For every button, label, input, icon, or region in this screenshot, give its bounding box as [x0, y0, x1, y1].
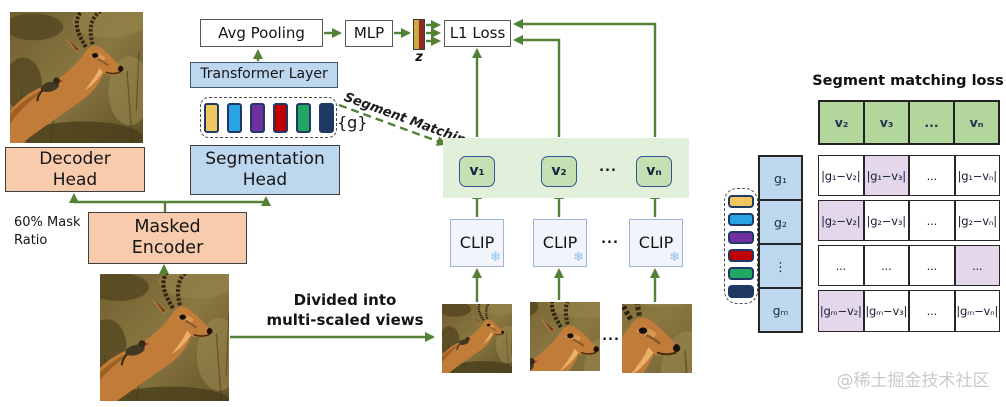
matrix-title: Segment matching loss [812, 73, 1004, 89]
transformer-layer-box: Transformer Layer [190, 62, 338, 88]
matrix-cell-matched: |gₘ−v₂| [818, 290, 864, 332]
segment-bar-purple [728, 230, 754, 244]
segment-bar-blue [728, 212, 754, 226]
clip-label: CLIP [542, 233, 578, 253]
decoder-head-box: Decoder Head [5, 147, 145, 192]
col-header-vn: vₙ [954, 101, 999, 144]
matrix-cell: ... [818, 245, 864, 286]
z-bar-left [414, 20, 419, 49]
mlp-box: MLP [345, 20, 393, 47]
matrix-cell-matched: |g₂−v₂| [818, 200, 864, 241]
matrix-column-headers: v₂ v₃ ... vₙ [818, 100, 1000, 145]
frozen-snowflake-icon: ❄ [573, 250, 584, 266]
segment-embeddings-box [200, 97, 337, 138]
matrix-cell-matched: ... [954, 245, 1000, 286]
mask-ratio-label: 60% Mask Ratio [14, 215, 81, 248]
clip-encoder-2: CLIP ❄ [533, 219, 587, 267]
matrix-cell: ... [863, 245, 909, 286]
row-header-ellipsis: ⋮ [759, 244, 802, 288]
clip-encoder-n: CLIP ❄ [629, 219, 683, 267]
matrix-row: |gₘ−v₂| |gₘ−v₃| ... |gₘ−vₙ| [818, 290, 1000, 332]
vn-token: vₙ [636, 156, 672, 187]
matrix-cell: |gₘ−v₃| [863, 290, 909, 332]
view-crop-2 [530, 302, 600, 371]
impala-input-photo [100, 274, 229, 401]
row-header-g2: g₂ [759, 200, 802, 244]
clip-ellipsis: ... [601, 232, 619, 247]
frozen-snowflake-icon: ❄ [669, 250, 680, 266]
matrix-cell: |g₁−vₙ| [954, 155, 1000, 196]
segment-bar-green [295, 102, 311, 133]
matrix-cell: ... [909, 200, 955, 241]
segment-bar-green [728, 266, 754, 280]
matrix-cell: ... [909, 290, 955, 332]
matrix-row-headers: g₁ g₂ ⋮ gₘ [758, 155, 803, 333]
segment-bar-navy [728, 284, 754, 298]
matrix-cell: |g₂−vₙ| [954, 200, 1000, 241]
view-crop-n [622, 304, 692, 373]
clip-label: CLIP [459, 233, 495, 253]
col-header-v2: v₂ [819, 101, 864, 144]
segment-bar-navy [318, 102, 334, 133]
segment-bar-yellow [203, 102, 219, 133]
matrix-cell: ... [909, 155, 955, 196]
segment-bar-purple [249, 102, 265, 133]
matrix-cell: ... [909, 245, 955, 286]
segment-bar-red [728, 248, 754, 262]
segmentation-head-box: Segmentation Head [190, 145, 340, 195]
v2-token: v₂ [541, 156, 577, 187]
row-header-g1: g₁ [759, 156, 802, 200]
clip-label: CLIP [638, 233, 674, 253]
v1-token: v₁ [459, 156, 495, 187]
matrix-row: ... ... ... ... [818, 245, 1000, 286]
segment-bar-blue [226, 102, 242, 133]
matrix-row: |g₂−v₂| |g₂−v₃| ... |g₂−vₙ| [818, 200, 1000, 241]
segment-palette-box [724, 188, 758, 304]
view-ellipsis: ... [602, 329, 620, 344]
impala-photo-full [10, 12, 143, 143]
segment-bar-red [272, 102, 288, 133]
row-header-gm: gₘ [759, 288, 802, 332]
v-token-ellipsis: ... [599, 160, 617, 175]
matrix-cell: |gₘ−vₙ| [954, 290, 1000, 332]
matrix-cell: |g₂−v₃| [863, 200, 909, 241]
avg-pooling-box: Avg Pooling [200, 19, 323, 47]
z-label: z [415, 50, 423, 65]
col-header-ellipsis: ... [909, 101, 954, 144]
divided-caption: Divided into multi-scaled views [266, 291, 424, 329]
segment-bar-yellow [728, 194, 754, 208]
z-bar-right [419, 20, 424, 49]
g-set-label: {g} [337, 113, 368, 132]
l1-loss-box: L1 Loss [444, 20, 511, 47]
col-header-v3: v₃ [864, 101, 909, 144]
matrix-cell: |g₁−v₂| [818, 155, 864, 196]
watermark: @稀土掘金技术社区 [836, 371, 990, 391]
clip-encoder-1: CLIP ❄ [450, 219, 504, 267]
view-crop-1 [442, 304, 512, 373]
z-embedding-bar [413, 19, 425, 50]
masked-encoder-box: Masked Encoder [88, 212, 247, 264]
matrix-cell-matched: |g₁−v₃| [863, 155, 909, 196]
frozen-snowflake-icon: ❄ [490, 250, 501, 266]
matrix-row: |g₁−v₂| |g₁−v₃| ... |g₁−vₙ| [818, 155, 1000, 196]
